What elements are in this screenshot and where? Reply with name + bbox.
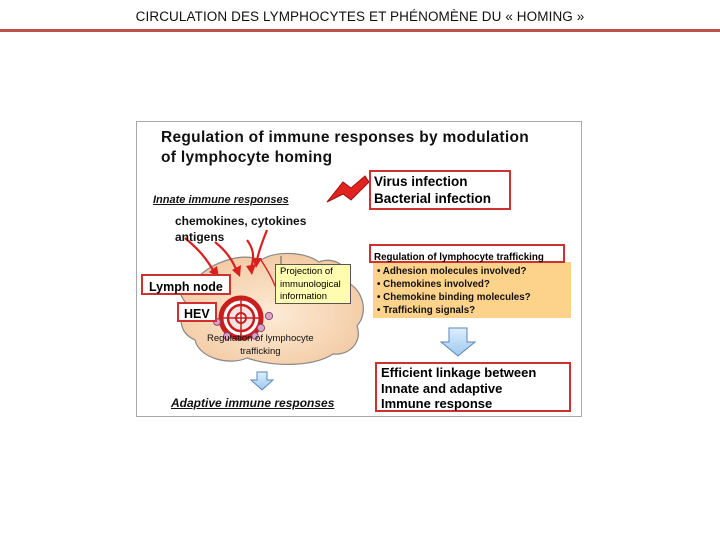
linkage-line-1: Efficient linkage between (381, 365, 537, 380)
lymphocyte-cells (213, 311, 274, 340)
linkage-line-2: Innate and adaptive (381, 380, 503, 396)
infection-line-1: Virus infection (374, 174, 468, 189)
down-arrow-right (439, 327, 477, 357)
lightning-bolt-icon (326, 175, 370, 203)
trafficking-line-2: trafficking (240, 345, 281, 357)
slide-title: CIRCULATION DES LYMPHOCYTES ET PHÉNOMÈNE… (135, 9, 585, 24)
trafficking-caption: Regulation of lymphocyte trafficking (207, 333, 314, 358)
question-item: • Trafficking signals? (377, 305, 476, 316)
lymph-node-label-box: Lymph node (141, 274, 231, 295)
title-divider (0, 29, 720, 32)
question-list: • Adhesion molecules involved? • Chemoki… (377, 265, 531, 317)
question-panel (373, 262, 571, 318)
lymph-node-label: Lymph node (149, 280, 223, 294)
linkage-line-3: Immune response (381, 396, 493, 411)
adaptive-label: Adaptive immune responses (171, 396, 335, 410)
projection-line-1: Projection of (280, 266, 333, 277)
arrow-head (246, 264, 256, 275)
heading-line-2: of lymphocyte homing (161, 149, 333, 166)
innate-label: Innate immune responses (153, 194, 289, 206)
hev-vessel-icon (218, 295, 264, 341)
projection-line-3: information (280, 291, 327, 302)
regulation-box: Regulation of lymphocyte trafficking (369, 244, 565, 263)
trafficking-line-1: Regulation of lymphocyte (207, 333, 314, 344)
infection-box: Virus infection Bacterial infection (369, 170, 511, 210)
arrow-head (252, 258, 262, 268)
infection-line-2: Bacterial infection (374, 191, 492, 206)
question-item: • Adhesion molecules involved? (377, 266, 527, 277)
question-item: • Chemokines involved? (377, 279, 490, 290)
projection-box: Projection of immunological information (275, 264, 351, 304)
signals-line-1: chemokines, cytokines (175, 214, 307, 228)
diagram-heading: Regulation of immune responses by modula… (161, 128, 529, 168)
hev-label-box: HEV (177, 302, 217, 322)
signals-line-2: antigens (175, 230, 225, 244)
projection-line-2: immunological (280, 278, 341, 290)
down-arrow-left (249, 371, 275, 391)
question-item: • Chemokine binding molecules? (377, 292, 531, 303)
heading-line-1: Regulation of immune responses by modula… (161, 129, 530, 146)
linkage-box: Efficient linkage between Innate and ada… (375, 362, 571, 412)
homing-diagram: Regulation of immune responses by modula… (136, 121, 582, 417)
arrow-head (232, 265, 241, 277)
hev-label: HEV (184, 307, 210, 321)
regulation-box-label: Regulation of lymphocyte trafficking (374, 252, 544, 263)
